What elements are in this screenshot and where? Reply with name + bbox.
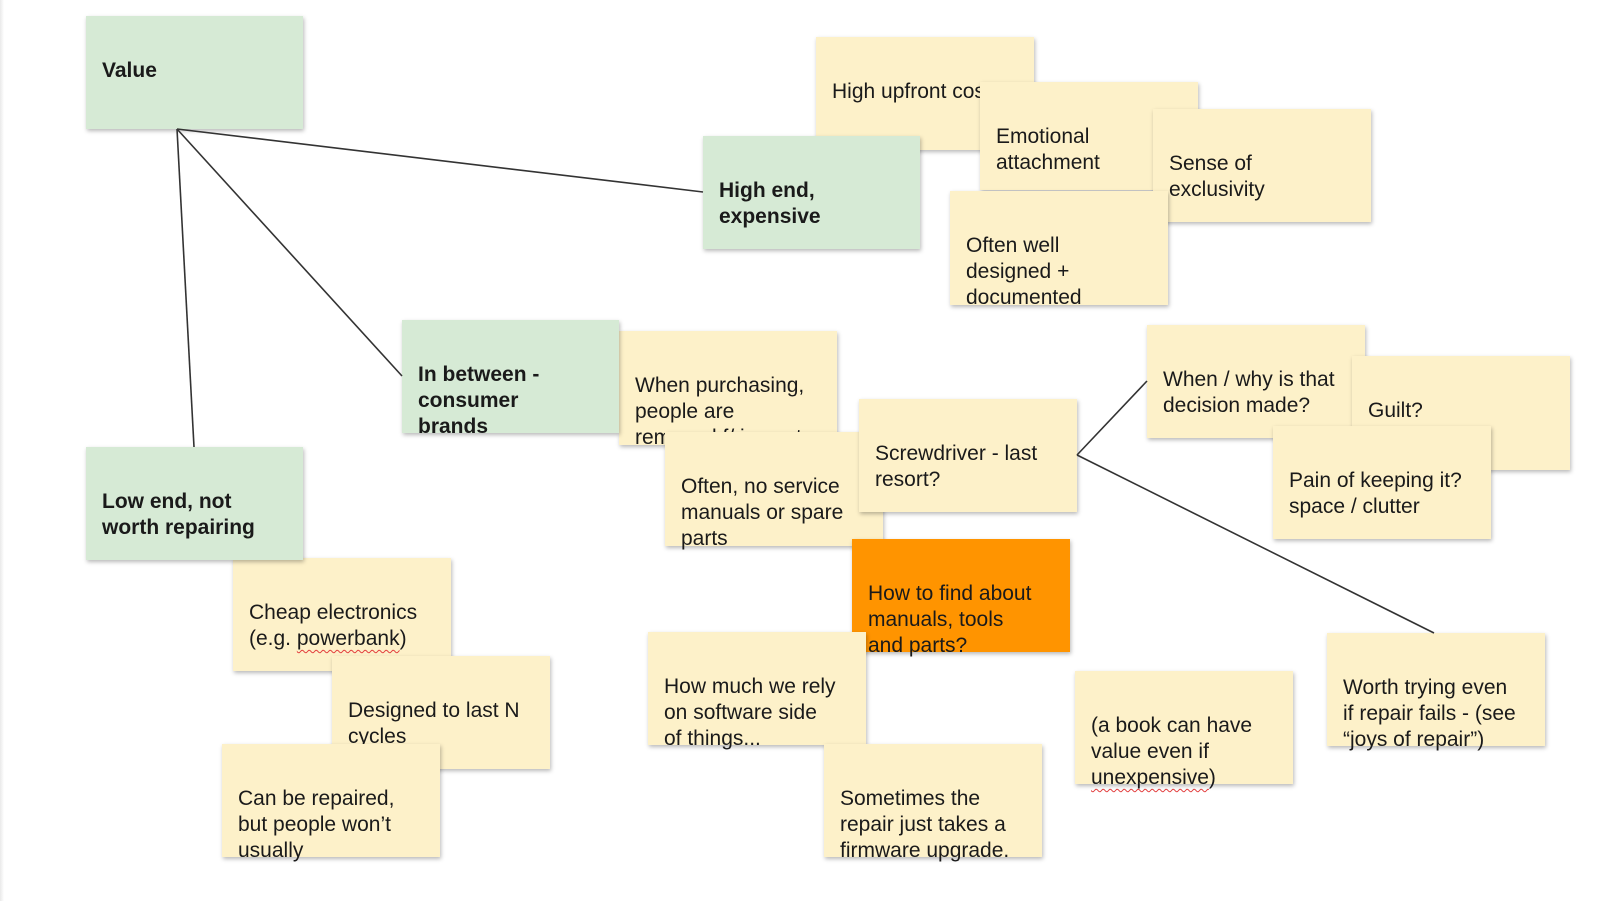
- note-text: When / why is that decision made?: [1163, 368, 1335, 417]
- note-title: Value: [102, 59, 157, 82]
- connector-value-low-end: [176, 128, 195, 448]
- note-designed-to-last[interactable]: Designed to last N cycles: [332, 656, 550, 769]
- note-text: Can be repaired, but people won’t usuall…: [238, 787, 395, 862]
- note-cheap-electronics[interactable]: Cheap electronics (e.g. powerbank): [233, 558, 451, 671]
- note-when-purchasing[interactable]: When purchasing, people are removed f/ i…: [619, 331, 837, 449]
- note-in-between[interactable]: In between - consumer brands: [402, 320, 619, 438]
- note-text: Often well designed + documented: [966, 234, 1082, 309]
- note-firmware-upgrade[interactable]: Sometimes the repair just takes a firmwa…: [824, 744, 1042, 862]
- note-pain-of-keeping[interactable]: Pain of keeping it? space / clutter: [1273, 426, 1491, 539]
- note-text: Designed to last N cycles: [348, 699, 520, 748]
- note-text: (a book can have value even if: [1091, 714, 1253, 763]
- spellcheck-word: unexpensive: [1091, 766, 1209, 789]
- note-no-service-manuals[interactable]: Often, no service manuals or spare parts: [665, 432, 883, 550]
- note-text: How to find about manuals, tools and par…: [868, 582, 1032, 657]
- note-text: Sometimes the repair just takes a firmwa…: [840, 787, 1010, 862]
- spellcheck-word: powerbank: [296, 627, 400, 650]
- canvas-edge: [0, 0, 4, 901]
- note-text: Guilt?: [1368, 399, 1423, 422]
- note-title: High end, expensive: [719, 179, 821, 228]
- note-software-side[interactable]: How much we rely on software side of thi…: [648, 632, 866, 750]
- connector-value-high-end: [176, 128, 704, 193]
- note-when-why-decision[interactable]: When / why is that decision made?: [1147, 325, 1365, 438]
- note-how-to-find[interactable]: How to find about manuals, tools and par…: [852, 539, 1070, 657]
- note-screwdriver[interactable]: Screwdriver - last resort?: [859, 399, 1077, 512]
- note-value[interactable]: Value: [86, 16, 303, 129]
- connector-screwdriver-decision: [1076, 380, 1148, 456]
- note-text: Pain of keeping it? space / clutter: [1289, 469, 1462, 518]
- note-text: Worth trying even if repair fails - (see…: [1343, 676, 1516, 751]
- note-text: Emotional attachment: [996, 125, 1100, 174]
- note-title: Low end, not worth repairing: [102, 490, 255, 539]
- note-often-well-designed[interactable]: Often well designed + documented: [950, 191, 1168, 309]
- note-worth-trying[interactable]: Worth trying even if repair fails - (see…: [1327, 633, 1545, 751]
- note-text: Sense of exclusivity: [1169, 152, 1265, 201]
- note-sense-of-exclusivity[interactable]: Sense of exclusivity: [1153, 109, 1371, 222]
- note-book-value[interactable]: (a book can have value even if unexpensi…: [1075, 671, 1293, 789]
- note-text: How much we rely on software side of thi…: [664, 675, 836, 750]
- note-text-end: ): [1208, 766, 1216, 789]
- note-can-be-repaired[interactable]: Can be repaired, but people won’t usuall…: [222, 744, 440, 862]
- connector-value-in-between: [176, 128, 403, 377]
- note-text: Cheap electronics (e.g.: [249, 601, 418, 650]
- note-emotional-attachment[interactable]: Emotional attachment: [980, 82, 1198, 190]
- note-text: High upfront cost: [832, 80, 991, 103]
- note-text-end: ): [399, 627, 407, 650]
- note-title: In between - consumer brands: [418, 363, 540, 438]
- note-low-end[interactable]: Low end, not worth repairing: [86, 447, 303, 560]
- note-text: Often, no service manuals or spare parts: [681, 475, 844, 550]
- note-text: Screwdriver - last resort?: [875, 442, 1038, 491]
- note-high-end[interactable]: High end, expensive: [703, 136, 920, 249]
